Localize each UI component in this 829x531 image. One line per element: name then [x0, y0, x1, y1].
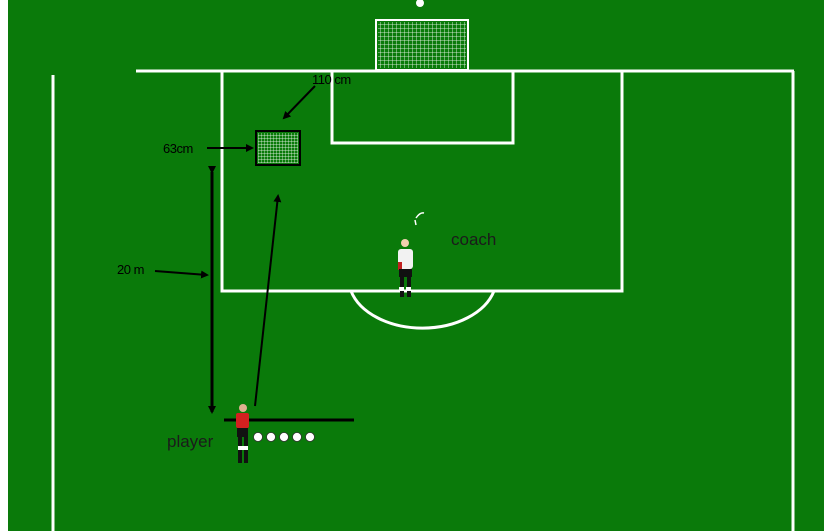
coach-label: coach	[451, 231, 496, 248]
distance-label: 20 m	[117, 263, 144, 276]
main-goal	[376, 20, 468, 70]
ball	[306, 433, 315, 442]
ball	[267, 433, 276, 442]
mini-goal	[256, 131, 300, 165]
goal-width-label: 110 cm	[312, 73, 351, 86]
goal-height-label: 63cm	[163, 142, 193, 155]
ball	[293, 433, 302, 442]
player-label: player	[167, 433, 213, 450]
ball	[280, 433, 289, 442]
ball	[254, 433, 263, 442]
